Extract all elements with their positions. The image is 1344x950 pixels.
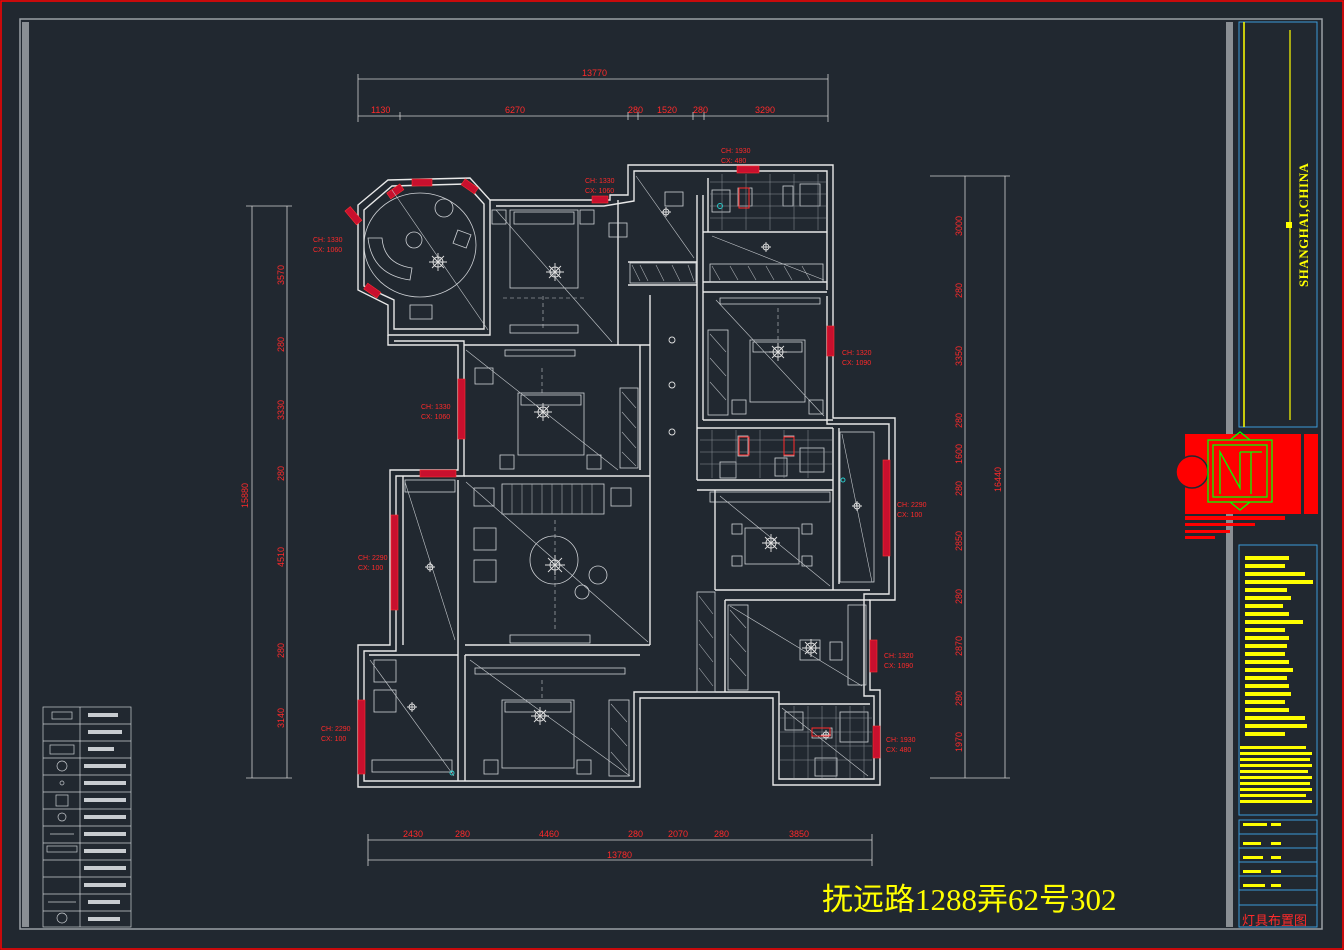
top-seg-4: 1520 <box>657 105 677 115</box>
title-block <box>1238 21 1318 928</box>
top-seg-6: 3290 <box>755 105 775 115</box>
sofa-cushions <box>511 484 593 514</box>
w8-ch: CH: 2290 <box>321 726 351 733</box>
wardrobe-hatch <box>610 264 811 771</box>
right-seg-3: 3350 <box>954 346 964 366</box>
w5-cx: CX: 1090 <box>842 360 871 367</box>
w2-ch: CH: 1330 <box>585 178 615 185</box>
light-wiring <box>369 175 873 777</box>
left-seg-1: 3570 <box>276 265 286 285</box>
right-overall-dim: 16440 <box>993 467 1003 492</box>
w3-cx: CX: 480 <box>721 158 746 165</box>
bottom-seg-4: 280 <box>628 829 643 839</box>
w10-cx: CX: 480 <box>886 747 911 754</box>
bottom-seg-2: 280 <box>455 829 470 839</box>
bottom-seg-6: 280 <box>714 829 729 839</box>
w10-ch: CH: 1930 <box>886 737 916 744</box>
city-label: SHANGHAI,CHINA <box>1296 162 1311 288</box>
right-seg-2: 280 <box>954 283 964 298</box>
right-seg-11: 1970 <box>954 732 964 752</box>
top-seg-1: 1130 <box>371 105 390 115</box>
w7-cx: CX: 100 <box>897 512 922 519</box>
bottom-dimensions <box>367 834 873 866</box>
right-seg-10: 280 <box>954 691 964 706</box>
w9-cx: CX: 1090 <box>884 663 913 670</box>
left-seg-3: 3330 <box>276 400 286 420</box>
w2-cx: CX: 1060 <box>585 188 614 195</box>
w4-ch: CH: 1330 <box>421 404 451 411</box>
legend-table <box>42 706 132 928</box>
w6-cx: CX: 100 <box>358 565 383 572</box>
top-seg-3: 280 <box>628 105 643 115</box>
bottom-overall-dim: 13780 <box>607 850 632 860</box>
left-seg-7: 3140 <box>276 708 286 728</box>
legend-text-marks <box>84 713 126 921</box>
bottom-seg-3: 4460 <box>539 829 559 839</box>
address-title: 抚远路1288弄62号302 <box>822 882 1117 917</box>
drawing-frame <box>19 18 1323 930</box>
w4-cx: CX: 1060 <box>421 414 450 421</box>
w8-cx: CX: 100 <box>321 736 346 743</box>
frame-bar-left <box>22 22 29 927</box>
sanitary-accents <box>738 187 831 737</box>
w6-ch: CH: 2290 <box>358 555 388 562</box>
right-seg-1: 3000 <box>954 216 964 236</box>
bottom-seg-7: 3850 <box>789 829 809 839</box>
w9-ch: CH: 1320 <box>884 653 914 660</box>
top-dimensions <box>357 74 829 122</box>
left-seg-6: 280 <box>276 643 286 658</box>
w7-ch: CH: 2290 <box>897 502 927 509</box>
right-seg-6: 280 <box>954 481 964 496</box>
right-seg-7: 2850 <box>954 531 964 551</box>
right-seg-4: 280 <box>954 413 964 428</box>
right-seg-9: 2870 <box>954 636 964 656</box>
right-seg-5: 1600 <box>954 444 964 464</box>
left-dimensions <box>246 205 292 779</box>
top-seg-2: 6270 <box>505 105 525 115</box>
window-annotations: CH: 1330 CX: 1060 CH: 1330 CX: 1060 CH: … <box>313 148 927 754</box>
right-dimensions <box>930 175 1010 779</box>
sheet-name: 灯具布置图 <box>1242 914 1308 929</box>
right-seg-8: 280 <box>954 589 964 604</box>
top-overall-dim: 13770 <box>582 68 607 78</box>
w3-ch: CH: 1930 <box>721 148 751 155</box>
left-overall-dim: 15880 <box>240 483 250 508</box>
windows <box>344 165 891 775</box>
ceiling-lights <box>407 203 862 776</box>
company-logo <box>1175 431 1318 539</box>
w1-cx: CX: 1060 <box>313 247 342 254</box>
w5-ch: CH: 1320 <box>842 350 872 357</box>
left-seg-5: 4510 <box>276 547 286 567</box>
left-seg-2: 280 <box>276 337 286 352</box>
w1-ch: CH: 1330 <box>313 237 343 244</box>
top-seg-5: 280 <box>693 105 708 115</box>
title-block-entries <box>1240 556 1313 887</box>
plan-walls <box>357 164 896 788</box>
tile-grids <box>700 174 872 778</box>
bottom-seg-5: 2070 <box>668 829 688 839</box>
bottom-seg-1: 2430 <box>403 829 423 839</box>
left-seg-4: 280 <box>276 466 286 481</box>
